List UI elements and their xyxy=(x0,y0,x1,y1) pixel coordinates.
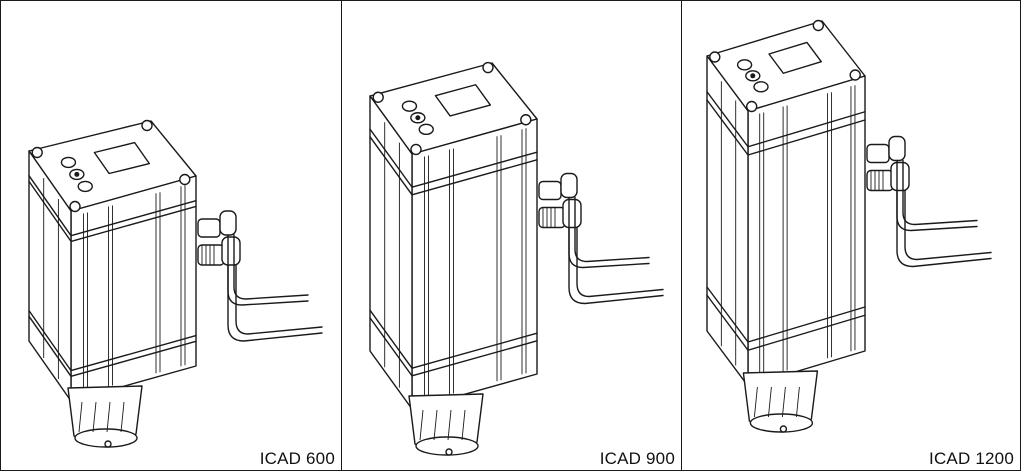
front-face xyxy=(747,75,866,387)
housing-band xyxy=(369,317,538,377)
corner-screw xyxy=(849,69,861,81)
housing-band xyxy=(706,91,866,148)
icad-900-drawing xyxy=(369,61,664,456)
housing-band xyxy=(706,294,866,351)
control-button xyxy=(60,156,77,169)
corner-screw xyxy=(745,100,758,113)
bottom-hub xyxy=(408,393,484,456)
housing-band xyxy=(369,136,538,196)
cable-connectors xyxy=(197,210,323,342)
control-button xyxy=(736,59,753,71)
cable-connectors xyxy=(538,172,664,305)
housing-band xyxy=(369,128,538,188)
icad-1200-drawing xyxy=(706,19,992,433)
icad-600-drawing xyxy=(28,119,323,448)
corner-screw xyxy=(482,61,494,74)
caption-icad-1200: ICAD 1200 xyxy=(929,449,1014,468)
control-button-dot xyxy=(415,115,421,121)
front-face xyxy=(411,118,538,410)
display-window xyxy=(434,84,492,117)
motor-unit xyxy=(706,19,992,433)
cable-connectors xyxy=(866,135,992,268)
panel-icad-900: ICAD 900 xyxy=(341,1,681,470)
control-button-dot xyxy=(750,73,756,79)
panel-icad-1200: ICAD 1200 xyxy=(681,1,1020,470)
control-button xyxy=(753,81,769,93)
corner-screw xyxy=(709,51,721,63)
corner-screw xyxy=(520,114,532,126)
housing-band xyxy=(369,309,538,369)
control-button-dot xyxy=(74,171,80,177)
housing-band xyxy=(28,315,197,377)
display-window xyxy=(93,141,151,175)
housing-band xyxy=(28,174,197,237)
corner-screw xyxy=(179,173,191,186)
control-button xyxy=(418,123,434,136)
display-window xyxy=(768,41,823,74)
motor-unit xyxy=(28,119,323,448)
housing-band xyxy=(706,99,866,156)
caption-icad-900: ICAD 900 xyxy=(599,449,675,468)
housing-band xyxy=(28,309,197,372)
front-face xyxy=(70,175,197,402)
panel-icad-600: ICAD 600 xyxy=(1,1,341,470)
bottom-hub xyxy=(67,385,143,448)
control-button xyxy=(401,100,418,112)
control-button xyxy=(77,180,93,193)
side-face xyxy=(706,55,749,387)
corner-screw xyxy=(69,200,81,213)
corner-screw xyxy=(812,19,825,32)
corner-screw xyxy=(372,91,384,103)
housing-band xyxy=(706,286,866,343)
corner-screw xyxy=(410,143,422,156)
housing-band xyxy=(28,180,197,243)
motor-unit xyxy=(369,61,664,456)
bottom-hub xyxy=(742,370,819,433)
caption-icad-600: ICAD 600 xyxy=(259,449,335,468)
corner-screw xyxy=(31,146,43,159)
corner-screw xyxy=(141,119,153,132)
